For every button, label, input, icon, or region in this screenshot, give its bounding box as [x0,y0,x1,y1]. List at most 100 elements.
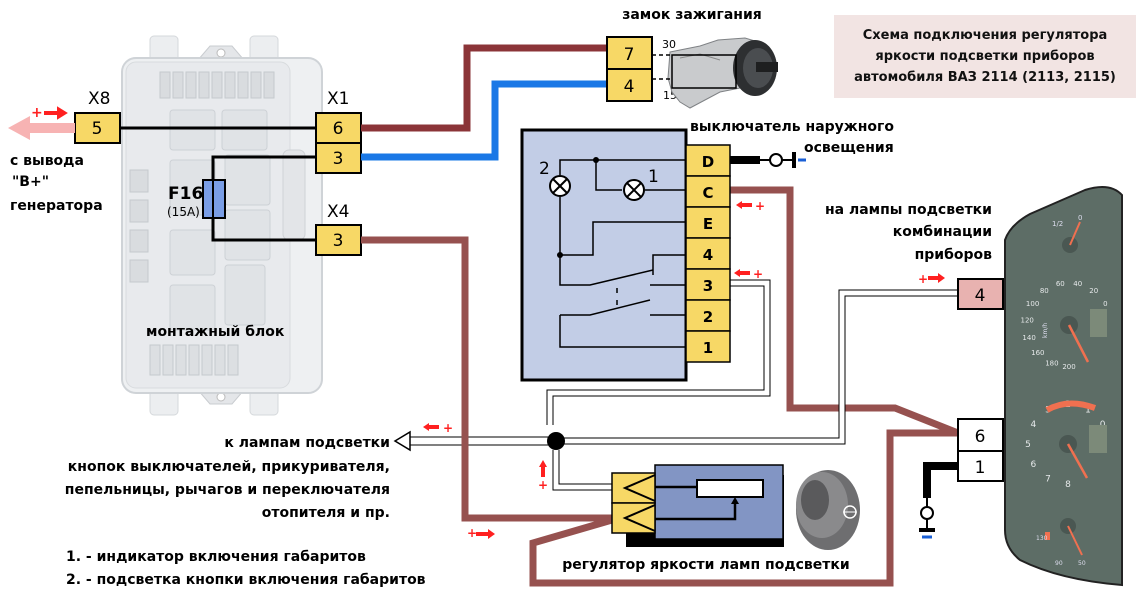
wire-junction-to-cluster-4 [562,289,958,445]
fuse-slot [224,71,236,99]
tacho-tick: 1 [1085,405,1091,415]
svg-text:0: 0 [1078,214,1082,222]
plus-sign: + [31,105,43,121]
speedo-tick: 120 [1021,317,1034,325]
current-arrow: + [423,421,453,435]
speedo-tick: 100 [1026,300,1039,308]
lamp-1-icon [623,179,645,201]
fuse-slot [159,71,171,99]
connector-x4-label: X4 [327,202,349,222]
tacho-redzone [1045,400,1097,413]
pin-label: 7 [624,45,635,65]
potentiometer [696,479,764,498]
legend-item: 2. - подсветка кнопки включения габарито… [66,572,426,588]
connector-x1-pin [315,142,362,174]
wire-x1-6-to-ignition-7 [361,44,607,132]
diagram-title: Схема подключения регулятора яркости под… [834,25,1136,88]
speedo-tick: 0 [1103,300,1107,308]
fuse-column-side [129,169,149,283]
fuse-slot [149,344,161,376]
fuse-row-top [159,71,275,99]
svg-text:+: + [755,199,765,213]
svg-text:130: 130 [1036,535,1048,542]
svg-text:+: + [538,478,548,492]
pin-label: 2 [703,308,713,326]
ignition-pin [606,68,653,102]
tacho-tick: 4 [1031,420,1037,430]
svg-text:+: + [443,421,453,435]
speedo-tick: 140 [1022,334,1035,342]
fuse-slot [214,344,226,376]
cluster-label: на лампы подсветки [825,202,992,218]
backlight-output-label: пепельницы, рычагов и переключателя [65,482,390,498]
switch-pin [685,299,731,332]
tacho-tick: 6 [1031,460,1037,470]
pin-label: 5 [92,119,103,139]
wire-switch-3-to-junction [546,279,771,425]
current-arrow: + [918,272,945,286]
pin-label: E [703,215,713,233]
current-arrow [44,106,68,120]
pin-label: 3 [333,149,344,169]
ignition-switch-icon [667,37,778,109]
generator-arrow [8,116,75,140]
ground-cluster [919,462,958,539]
speedo-tick: 160 [1031,349,1044,357]
pin-label: 4 [703,246,713,264]
ignition-label: замок зажигания [622,7,762,23]
cluster-label: комбинации [893,224,992,240]
fuse-slot [175,344,187,376]
speedo-tick: 20 [1089,287,1098,295]
svg-text:+: + [467,526,477,540]
pin-label: 4 [975,286,986,306]
svg-text:90: 90 [1055,560,1063,567]
tacho-tick: 7 [1045,475,1051,485]
generator-label: генератора [10,198,103,214]
fuse-rating: (15A) [167,205,200,219]
cluster-pin-6 [957,418,1004,452]
connector-x4-pin [315,224,362,256]
cluster-label: приборов [915,247,993,263]
speedo-tick: 80 [1040,287,1049,295]
wire-x1-3-to-ignition-4 [361,80,607,161]
speedo-tick: 60 [1056,280,1065,288]
pin-label: C [702,184,713,202]
pin-label: 6 [333,119,344,139]
legend-item: 1. - индикатор включения габаритов [66,549,366,565]
pin-label: 3 [333,231,344,251]
fuse-slot [201,344,213,376]
fuse-name: F16 [168,184,203,204]
backlight-output-label: к лампам подсветки [224,435,390,451]
ground-switch-d [730,152,806,168]
current-arrow: + [734,267,763,281]
svg-text:+: + [753,267,763,281]
wire-regulator-to-cluster-6 [529,429,958,587]
regulator-body [654,464,784,540]
connector-x8-label: X8 [88,89,110,109]
light-switch-label: освещения [804,140,894,156]
fuse-slot [211,71,223,99]
fuse-slot [237,71,249,99]
fuse-slot [188,344,200,376]
svg-text:+: + [918,272,928,286]
fuse-slot [129,199,149,223]
regulator-knob-icon [796,470,860,550]
wire-switch-c-to-cluster-6 [686,186,960,437]
generator-label: "B+" [12,174,49,190]
light-switch-circuit [559,159,686,348]
current-arrow: + [467,526,495,540]
speedo-unit: km/h [1042,323,1049,338]
pin-label: 3 [703,277,713,295]
current-arrow: + [538,460,548,492]
switch-pin [685,175,731,208]
backlight-output-label: отопителя и пр. [262,505,390,521]
lamp-label: 1 [648,167,659,187]
wire-x4-3-to-regulator [361,236,612,522]
pin-label: D [702,153,714,171]
generator-label: с вывода [10,153,84,169]
title-line: Схема подключения регулятора [862,28,1108,43]
